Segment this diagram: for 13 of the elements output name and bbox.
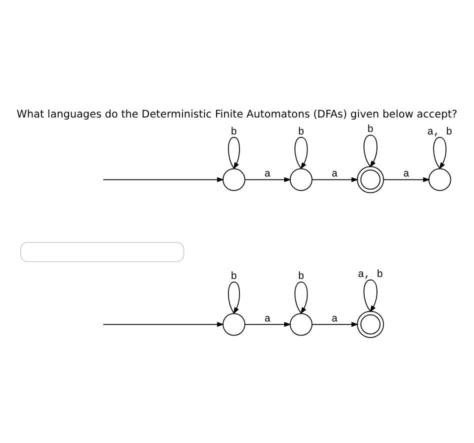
edge-label: a: [403, 168, 410, 181]
edge-label: b: [367, 124, 374, 136]
diagram-title: What languages do the Deterministic Finite Automatons (DFAs) given below accept?: [16, 108, 458, 120]
edge-label: b: [230, 271, 238, 284]
edge-label: a, b: [358, 268, 384, 281]
edge-label: a, b: [427, 126, 452, 138]
edge-label: b: [298, 271, 304, 284]
edge-label: a: [332, 168, 338, 181]
edge-label: a: [264, 168, 271, 181]
edge-label: a: [332, 313, 338, 326]
edge-label: b: [298, 126, 304, 138]
edge-label: a: [264, 313, 271, 326]
edge-label: b: [230, 126, 238, 138]
